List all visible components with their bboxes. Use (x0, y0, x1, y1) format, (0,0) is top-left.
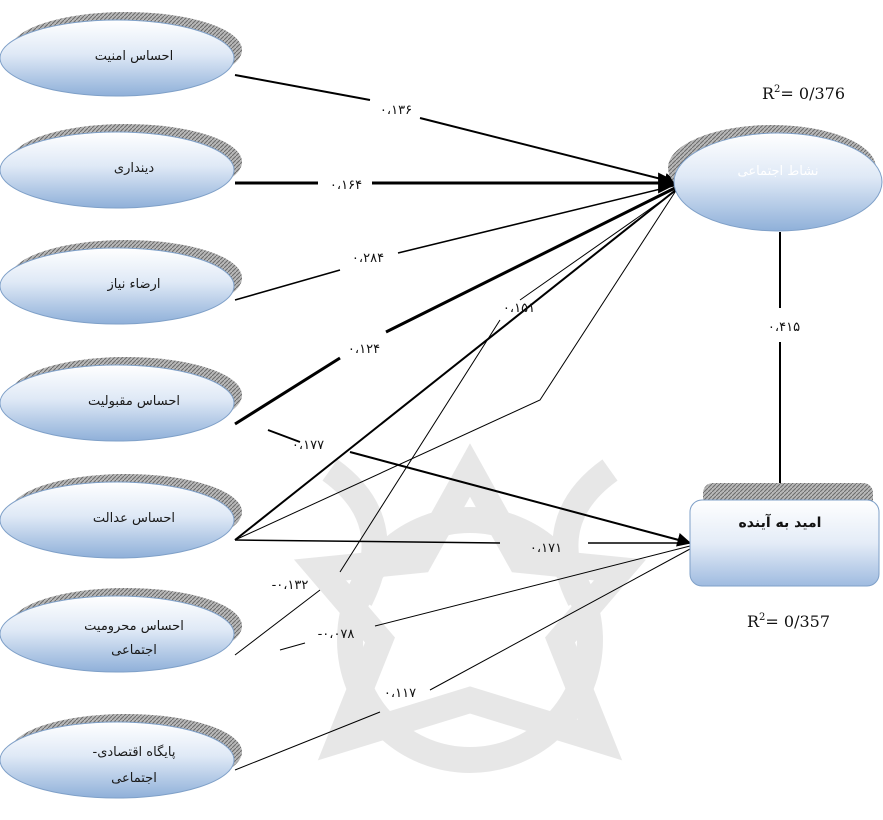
r2-hope: R2= 0/357 (747, 612, 830, 631)
node-label: احساس عدالت (93, 511, 175, 526)
r2-symbol: R (747, 612, 760, 631)
r2-vitality: R2= 0/376 (762, 84, 845, 103)
path-ses-to-hope (234, 548, 691, 771)
coef-deprivation-hope: -۰،۰۷۸ (318, 627, 355, 642)
path-justice-to-vitality-1 (234, 188, 678, 541)
node-ses: پایگاه اقتصادی- اجتماعی (0, 714, 242, 799)
coef-vitality-hope: ۰،۴۱۵ (768, 320, 800, 335)
r2-symbol: R (762, 84, 775, 103)
node-label-line-2: اجتماعی (111, 771, 157, 786)
coef-acceptance-vitality: ۰،۱۲۴ (348, 342, 380, 357)
node-safety: احساس امنیت (0, 12, 242, 97)
path-need-to-vitality (234, 184, 678, 301)
node-label: ارضاء نیاز (107, 277, 161, 292)
node-label: دینداری (114, 161, 154, 176)
path-deprivation-to-vitality (234, 189, 678, 656)
r2-superscript: 2 (759, 612, 765, 623)
path-justice-to-hope (234, 539, 690, 544)
path-deprivation-to-hope (279, 545, 691, 651)
node-label: نشاط اجتماعی (738, 164, 819, 179)
node-acceptance: احساس مقبولیت (0, 357, 242, 442)
node-label: احساس امنیت (95, 49, 173, 64)
node-justice: احساس عدالت (0, 474, 242, 559)
path-acceptance-to-vitality (234, 185, 678, 426)
path-justice-to-vitality-2 (234, 188, 678, 541)
node-label: احساس مقبولیت (88, 394, 180, 409)
r2-superscript: 2 (774, 84, 780, 95)
coef-justice-vitality: -۰،۱۳۲ (272, 578, 309, 593)
coef-acceptance-hope: ۰،۱۷۷ (292, 438, 324, 453)
coef-religiosity-vitality: ۰،۱۶۴ (330, 178, 362, 193)
node-social-vitality: نشاط اجتماعی (668, 125, 883, 232)
path-acceptance-to-hope (267, 429, 690, 543)
watermark-ornament (293, 443, 647, 773)
coef-need-vitality: ۰،۲۸۴ (352, 251, 384, 266)
path-safety-to-vitality (234, 74, 677, 183)
node-label-line-1: احساس محرومیت (84, 619, 184, 634)
node-label-line-2: اجتماعی (111, 643, 157, 658)
coef-deprivation-vitality: ۰،۱۵۱ (503, 301, 535, 316)
coef-safety-vitality: ۰،۱۳۶ (380, 103, 412, 118)
node-label: امید به آینده (739, 513, 822, 531)
node-label-line-1: پایگاه اقتصادی- (93, 744, 176, 760)
coef-justice-hope: ۰،۱۷۱ (530, 541, 562, 556)
node-religiosity: دینداری (0, 124, 242, 209)
coef-ses-hope: ۰،۱۱۷ (384, 686, 416, 701)
node-need-satisfaction: ارضاء نیاز (0, 240, 242, 325)
r2-value: = 0/376 (780, 84, 845, 103)
node-deprivation: احساس محرومیت اجتماعی (0, 588, 242, 673)
node-hope: امید به آینده (689, 483, 880, 587)
r2-value: = 0/357 (765, 612, 830, 631)
